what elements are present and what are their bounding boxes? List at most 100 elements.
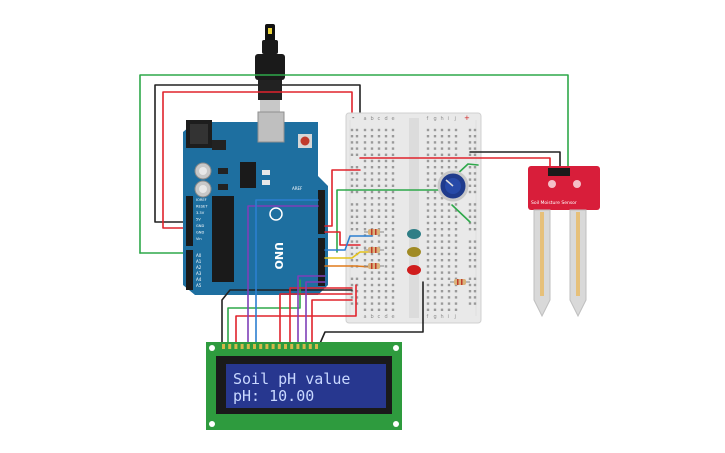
leds (407, 229, 421, 275)
breadboard-hole (433, 228, 437, 231)
column-letter: j (454, 116, 456, 122)
reset-button[interactable] (300, 136, 310, 146)
breadboard-hole (391, 259, 395, 262)
breadboard-hole (440, 203, 444, 206)
breadboard-hole (433, 296, 437, 299)
breadboard-hole (440, 265, 444, 268)
breadboard-hole (391, 302, 395, 305)
breadboard-hole (440, 283, 444, 287)
lcd-pin (259, 344, 263, 349)
breadboard-hole (363, 172, 367, 175)
breadboard-hole (391, 283, 395, 287)
rail-hole (355, 147, 359, 150)
breadboard-hole (370, 141, 374, 144)
breadboard-hole (363, 135, 367, 138)
rail-hole (350, 290, 354, 293)
rail-hole (350, 246, 354, 249)
rail-hole (468, 209, 472, 212)
rail-hole (468, 172, 472, 175)
breadboard-hole (377, 283, 381, 287)
wire-green-pot-2 (451, 204, 471, 223)
breadboard-hole (433, 197, 437, 200)
breadboard-hole (377, 209, 381, 212)
rail-hole (355, 277, 359, 280)
uno-logo: UNO (272, 242, 285, 270)
breadboard-hole (377, 172, 381, 175)
rail-hole (350, 252, 354, 256)
analog-pin-label: A1 (196, 259, 202, 264)
rail-hole (350, 141, 354, 144)
breadboard-hole (363, 252, 367, 256)
breadboard-hole (377, 153, 381, 156)
wire-black-led-gnd (317, 281, 424, 349)
rail-hole (468, 147, 472, 150)
breadboard-hole (426, 271, 430, 274)
column-letter: h (441, 116, 444, 122)
breadboard-hole (426, 265, 430, 268)
breadboard-hole (426, 197, 430, 200)
resistor-3 (364, 263, 384, 269)
analog-pin-label: A3 (196, 271, 202, 276)
breadboard-hole (426, 246, 430, 249)
analog-pin-label: A4 (196, 277, 202, 282)
rail-hole (355, 166, 359, 169)
breadboard-hole (440, 259, 444, 262)
breadboard-hole (377, 197, 381, 200)
breadboard-hole (426, 283, 430, 287)
rail-hole (350, 172, 354, 175)
breadboard-hole (370, 277, 374, 280)
power-header (186, 196, 193, 246)
breadboard-hole (384, 209, 388, 212)
breadboard-hole (426, 166, 430, 169)
breadboard-hole (377, 190, 381, 194)
breadboard-hole (447, 166, 451, 169)
breadboard-hole (433, 172, 437, 175)
soil-moisture-sensor[interactable]: Soil Moisture Sensor (528, 166, 600, 318)
breadboard-hole (426, 234, 430, 237)
power-pin-label: GND (196, 231, 204, 235)
breadboard-hole (440, 308, 444, 311)
rail-hole (355, 172, 359, 175)
rail-hole (468, 135, 472, 138)
column-letter: g (434, 116, 437, 122)
lcd-pin (277, 344, 281, 349)
breadboard-hole (433, 178, 437, 181)
potentiometer[interactable] (437, 170, 469, 202)
breadboard-hole (377, 302, 381, 305)
breadboard-hole (377, 271, 381, 274)
breadboard-hole (377, 159, 381, 163)
breadboard-hole (440, 197, 444, 200)
column-letter: e (392, 314, 395, 320)
wire-red-top-loop (162, 91, 353, 229)
breadboard-hole (384, 197, 388, 200)
breadboard-hole (433, 277, 437, 280)
rail-hole (350, 259, 354, 262)
rail-hole (355, 141, 359, 144)
breadboard-hole (440, 215, 444, 218)
breadboard-hole (384, 234, 388, 237)
breadboard-hole (433, 308, 437, 311)
lcd-module[interactable]: Soil pH value pH: 10.00 (206, 342, 402, 430)
rail-hole (473, 209, 477, 212)
breadboard-hole (433, 271, 437, 274)
lcd-pin (246, 344, 250, 349)
rail-hole (473, 283, 477, 287)
breadboard-hole (370, 290, 374, 293)
breadboard-hole (384, 178, 388, 181)
breadboard-hole (447, 135, 451, 138)
breadboard-hole (447, 265, 451, 268)
breadboard-hole (370, 190, 374, 194)
breadboard-hole (440, 153, 444, 156)
lcd-pin (296, 344, 300, 349)
wire-red-lcd-3 (289, 287, 353, 349)
rail-hole (350, 221, 354, 225)
breadboard-hole (384, 128, 388, 132)
breadboard-hole (384, 172, 388, 175)
breadboard-hole (440, 296, 444, 299)
rail-hole (473, 259, 477, 262)
rail-hole (468, 221, 472, 225)
rail-hole (355, 135, 359, 138)
breadboard-hole (391, 296, 395, 299)
breadboard-hole (440, 209, 444, 212)
